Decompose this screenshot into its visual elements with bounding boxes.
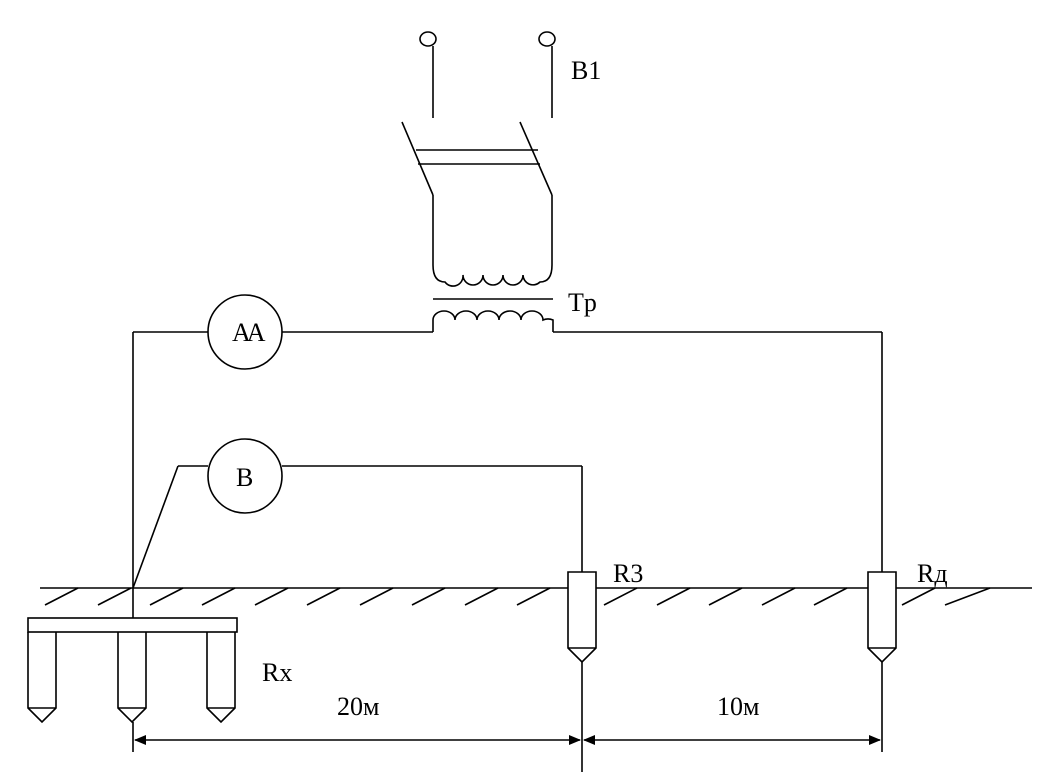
terminal-left — [419, 31, 437, 47]
ground-surface — [40, 587, 1032, 606]
terminal-right — [538, 31, 556, 47]
label-probe-r3: R3 — [613, 559, 644, 588]
label-switch-b1: B1 — [571, 56, 602, 85]
ground-hatching — [44, 587, 991, 606]
label-ammeter: AA — [232, 318, 266, 347]
ground-electrode-rx — [27, 617, 238, 724]
voltmeter-symbol — [207, 438, 283, 514]
switch-b1 — [401, 31, 556, 265]
dimensions — [132, 722, 881, 752]
primary-winding — [432, 264, 553, 287]
label-voltmeter: B — [236, 463, 254, 492]
secondary-winding — [432, 310, 554, 332]
voltage-circuit — [132, 438, 583, 589]
current-circuit — [132, 294, 883, 620]
switch-blade-right — [519, 121, 553, 196]
switch-blade-left — [401, 121, 434, 196]
probe-r3 — [567, 571, 597, 772]
label-transformer: Tp — [568, 288, 597, 317]
label-distance-10m: 10м — [717, 692, 760, 721]
transformer-tp — [432, 264, 554, 332]
electrode-bar — [27, 617, 238, 633]
probe-rd — [867, 571, 897, 752]
label-distance-20m: 20м — [337, 692, 380, 721]
label-probe-rd: Rд — [917, 559, 948, 588]
label-ground-rx: Rx — [262, 658, 293, 687]
